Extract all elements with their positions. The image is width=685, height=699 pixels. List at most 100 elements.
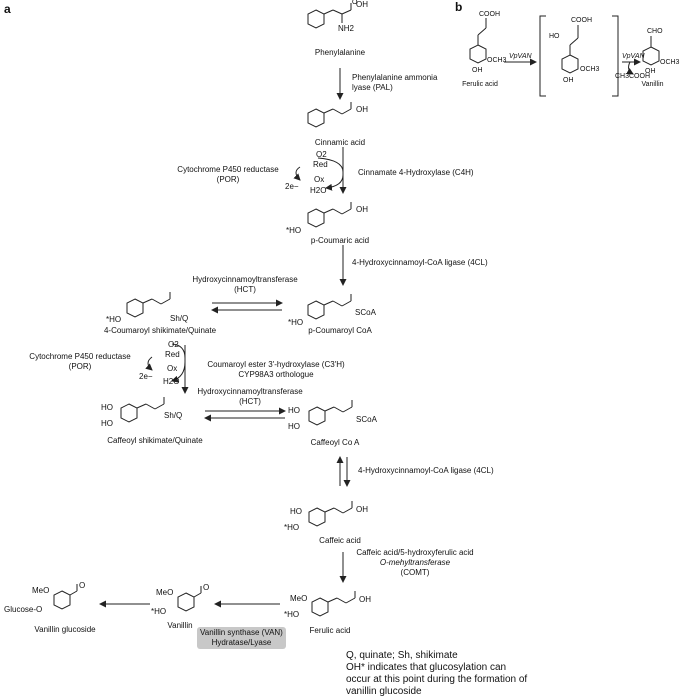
panel-b-vanillin: Vanillin bbox=[641, 81, 664, 88]
group-oh: OH bbox=[356, 0, 368, 9]
group-ho: HO bbox=[288, 422, 300, 431]
group-meo: MeO bbox=[32, 586, 50, 595]
cofactor-red: Red bbox=[313, 160, 328, 169]
panel-b-enzyme-1: VpVAN bbox=[509, 53, 532, 60]
panel-b-group-cho: CHO bbox=[647, 28, 663, 35]
cofactor-ox: Ox bbox=[314, 175, 325, 184]
cofactor-h2o: H2O bbox=[310, 186, 327, 195]
cofactor-h2o: H2O bbox=[163, 377, 180, 386]
panel-b-group-oh: OH bbox=[645, 68, 656, 75]
compound-vanillin-glucoside: Vanillin glucoside bbox=[34, 625, 96, 634]
enzyme-c3h: Coumaroyl ester 3'-hydroxylase (C3'H)CYP… bbox=[207, 360, 345, 379]
panel-b-vanillin-structure bbox=[642, 36, 660, 66]
cofactor-ox: Ox bbox=[167, 364, 178, 373]
compound-caffeic-acid: Caffeic acid bbox=[319, 536, 361, 545]
caffeic-structure bbox=[308, 501, 353, 527]
panel-label-b: b bbox=[455, 0, 463, 14]
cofactor-electrons: 2e− bbox=[285, 182, 299, 191]
compound-vanillin: Vanillin bbox=[167, 621, 193, 630]
group-o: O bbox=[203, 583, 210, 592]
arrow-por1-cycle bbox=[293, 166, 301, 181]
compound-caffeoyl-shikimate: Caffeoyl shikimate/Quinate bbox=[107, 436, 203, 445]
compound-p-coumaroyl-coa: p-Coumaroyl CoA bbox=[308, 326, 372, 335]
group-ho-star: *HO bbox=[284, 610, 300, 619]
panel-b-group-och3: OCH3 bbox=[487, 57, 507, 64]
panel-b-intermediate-structure bbox=[539, 15, 619, 97]
panel-b-ferulic-structure bbox=[469, 18, 487, 64]
group-nh2: NH2 bbox=[338, 24, 355, 33]
vanillin-structure bbox=[177, 586, 202, 612]
enzyme-c4h: Cinnamate 4-Hydroxylase (C4H) bbox=[358, 168, 474, 177]
panel-b-group-cooh: COOH bbox=[571, 17, 592, 24]
enzyme-hct-1: Hydroxycinnamoyltransferase(HCT) bbox=[192, 275, 298, 294]
enzyme-por-2: Cytochrome P450 reductase(POR) bbox=[29, 352, 131, 371]
compound-p-coumaric-acid: p-Coumaric acid bbox=[310, 236, 370, 245]
group-oh: OH bbox=[356, 505, 368, 514]
group-ho: HO bbox=[101, 419, 113, 428]
p-coumaric-structure bbox=[307, 202, 352, 228]
group-glucose-o: Glucose-O bbox=[4, 605, 43, 614]
group-oh: OH bbox=[356, 205, 368, 214]
panel-b-group-och3: OCH3 bbox=[580, 66, 600, 73]
panel-b-group-oh: OH bbox=[563, 77, 574, 84]
group-scoa: SCoA bbox=[355, 308, 376, 317]
group-ho-star: *HO bbox=[284, 523, 300, 532]
group-ho: HO bbox=[288, 406, 300, 415]
arrow-por2-cycle bbox=[145, 356, 153, 371]
group-ho-star: *HO bbox=[286, 226, 302, 235]
cofactor-red: Red bbox=[165, 350, 180, 359]
cofactor-o2: O2 bbox=[168, 340, 179, 349]
arrow-c4h-h2o bbox=[325, 174, 344, 191]
arrow-c3h-o2 bbox=[171, 343, 186, 359]
compound-cinnamic-acid: Cinnamic acid bbox=[314, 138, 366, 147]
cofactor-electrons: 2e− bbox=[139, 372, 153, 381]
panel-b-byproduct: CH3COOH bbox=[615, 73, 651, 80]
cofactor-o2: O2 bbox=[316, 150, 327, 159]
group-ho-star: *HO bbox=[288, 318, 304, 327]
enzyme-4cl-1: 4-Hydroxycinnamoyl-CoA ligase (4CL) bbox=[352, 258, 488, 267]
arrow-c3h-h2o bbox=[171, 361, 186, 383]
panel-b-group-och3: OCH3 bbox=[660, 59, 680, 66]
enzyme-hct-2: Hydroxycinnamoyltransferase(HCT) bbox=[197, 387, 303, 406]
group-oh: OH bbox=[359, 595, 371, 604]
compound-phenylalanine: Phenylalanine bbox=[314, 48, 366, 57]
p-coumaroyl-coa-structure bbox=[307, 294, 352, 320]
panel-b-enzyme-2: VpVAN bbox=[622, 53, 645, 60]
compound-ferulic-acid: Ferulic acid bbox=[309, 626, 351, 635]
group-ho: HO bbox=[101, 403, 113, 412]
group-sh-q: Sh/Q bbox=[170, 314, 189, 323]
group-meo: MeO bbox=[290, 594, 308, 603]
cinnamic-structure bbox=[307, 102, 352, 128]
group-oh: OH bbox=[356, 105, 368, 114]
panel-b-ferulic-acid: Ferulic acid bbox=[462, 81, 498, 88]
group-meo: MeO bbox=[156, 588, 174, 597]
compound-caffeoyl-coa: Caffeoyl Co A bbox=[310, 438, 360, 447]
group-o: O bbox=[79, 581, 86, 590]
compound-4-coumaroyl-shikimate: 4-Coumaroyl shikimate/Quinate bbox=[103, 326, 217, 335]
panel-b-group-ho: HO bbox=[549, 33, 560, 40]
caffeoyl-shikimate-structure bbox=[120, 397, 165, 423]
group-o: O bbox=[352, 0, 358, 6]
coumaroyl-shikimate-structure bbox=[126, 292, 171, 318]
group-ho-star: *HO bbox=[106, 315, 122, 324]
arrow-c4h-o2 bbox=[317, 157, 344, 173]
panel-b-group-cooh: COOH bbox=[479, 11, 500, 18]
group-scoa: SCoA bbox=[356, 415, 377, 424]
enzyme-van-box: Vanillin synthase (VAN)Hydratase/Lyase bbox=[197, 627, 286, 649]
enzyme-4cl-2: 4-Hydroxycinnamoyl-CoA ligase (4CL) bbox=[358, 466, 494, 475]
panel-b-group-oh: OH bbox=[472, 67, 483, 74]
phenylalanine-structure bbox=[307, 3, 352, 29]
caffeoyl-coa-structure bbox=[308, 400, 353, 426]
legend-notes: Q, quinate; Sh, shikimate OH* indicates … bbox=[346, 650, 528, 697]
group-ho: HO bbox=[290, 507, 302, 516]
arrow-b-byproduct bbox=[626, 61, 634, 75]
group-ho-star: *HO bbox=[151, 607, 167, 616]
panel-label-a: a bbox=[4, 2, 11, 16]
enzyme-por-1: Cytochrome P450 reductase(POR) bbox=[177, 165, 279, 184]
ferulic-structure bbox=[311, 591, 356, 617]
vanillin-glucoside-structure bbox=[53, 584, 78, 610]
group-sh-q: Sh/Q bbox=[164, 411, 183, 420]
